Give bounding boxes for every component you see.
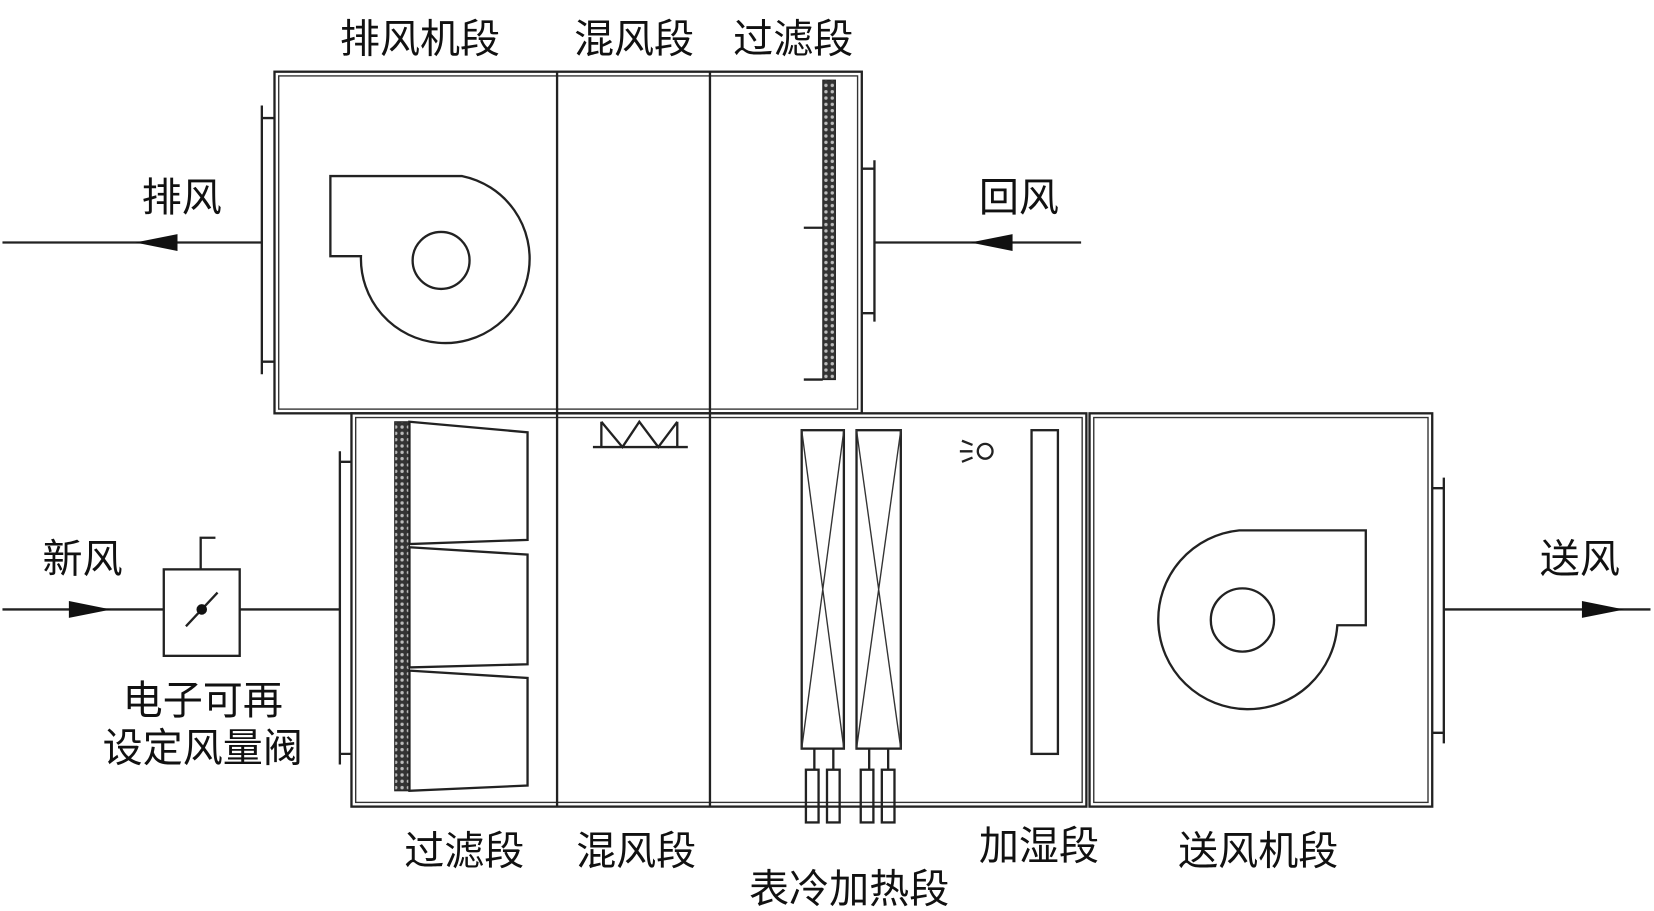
- label-supply-air: 送风: [1540, 537, 1620, 583]
- exhaust-fan-icon: [329, 174, 531, 345]
- air-volume-damper-icon: [162, 536, 241, 657]
- fresh-air-arrow: [2, 601, 340, 618]
- lower-unit: [338, 412, 1445, 824]
- panel-filter-icon: [394, 420, 529, 793]
- lamp-icon: [959, 439, 994, 463]
- exhaust-flange: [260, 105, 275, 375]
- cooling-coil-icon: [800, 429, 846, 824]
- label-humidifier-section: 加湿段: [979, 823, 1099, 869]
- mixing-damper-icon: [592, 419, 688, 450]
- supply-fan-icon: [1157, 529, 1367, 711]
- supply-flange: [1432, 477, 1445, 744]
- return-filter-icon: [803, 79, 836, 381]
- upper-unit: [260, 70, 876, 415]
- label-damper-line2: 设定风量阀: [103, 725, 303, 771]
- return-air-arrow: [874, 234, 1082, 251]
- return-flange: [861, 160, 876, 322]
- heating-coil-icon: [855, 429, 902, 824]
- label-coil-section: 表冷加热段: [749, 867, 949, 911]
- exhaust-air-arrow: [2, 234, 262, 251]
- humidifier-icon: [1030, 429, 1060, 756]
- label-top-mixing-section: 混风段: [574, 17, 694, 63]
- label-supply-fan-section: 送风机段: [1178, 829, 1338, 875]
- label-exhaust-air: 排风: [142, 175, 222, 221]
- label-damper-line1: 电子可再: [123, 678, 283, 724]
- fresh-air-flange: [338, 451, 352, 765]
- label-filter-section: 过滤段: [404, 829, 524, 875]
- supply-air-arrow: [1443, 601, 1651, 618]
- label-exhaust-fan-section: 排风机段: [340, 17, 500, 63]
- label-fresh-air: 新风: [43, 537, 123, 583]
- label-top-filter-section: 过滤段: [733, 17, 853, 63]
- label-return-air: 回风: [979, 175, 1059, 221]
- label-mixing-section: 混风段: [576, 829, 696, 875]
